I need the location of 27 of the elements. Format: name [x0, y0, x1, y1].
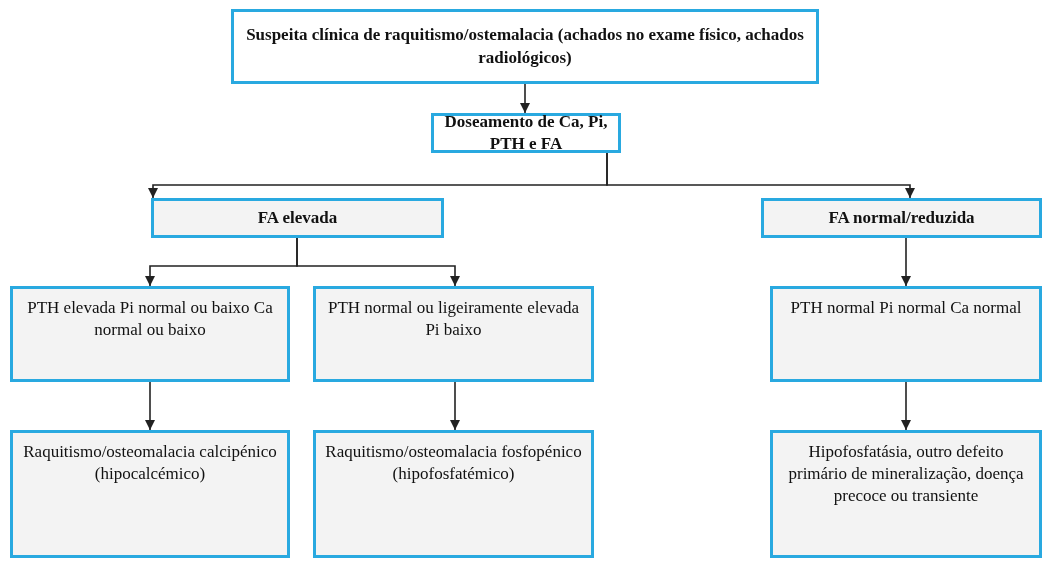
result-box — [313, 286, 594, 382]
box-text: PTH elevada Pi normal ou baixo Ca normal ou baixo — [26, 297, 274, 342]
arrow — [450, 381, 460, 431]
process-box — [231, 9, 819, 84]
box-text: Doseamento de Ca, Pi, PTH e FA — [443, 110, 609, 155]
arrow — [606, 152, 915, 199]
result-box — [313, 430, 594, 558]
box-text: PTH normal Pi normal Ca normal — [790, 297, 1022, 319]
box-text: FA elevada — [257, 206, 338, 229]
box-text: Raquitismo/osteomalacia fosfopénico (hipofosfatémico) — [324, 441, 583, 486]
process-box — [151, 198, 444, 238]
result-box — [10, 430, 290, 558]
box-text: FA normal/reduzida — [828, 206, 975, 229]
arrow — [901, 381, 911, 431]
arrow — [520, 83, 530, 114]
box-text: Suspeita clínica de raquitismo/ostemalacia (achados no exame físico, achados radiológicos) — [245, 24, 805, 69]
box-text: Raquitismo/osteomalacia calcipénico (hipocalcémico) — [22, 441, 278, 486]
arrow — [901, 237, 911, 287]
box-text: PTH normal ou ligeiramente elevada Pi baixo — [326, 297, 581, 342]
arrow — [296, 237, 460, 287]
arrow — [145, 381, 155, 431]
result-box — [770, 430, 1042, 558]
result-box — [10, 286, 290, 382]
result-box — [770, 286, 1042, 382]
box-text: Hipofosfatásia, outro defeito primário de mineralização, doença precoce ou transiente — [787, 441, 1025, 508]
process-box — [761, 198, 1042, 238]
process-box — [431, 113, 621, 153]
